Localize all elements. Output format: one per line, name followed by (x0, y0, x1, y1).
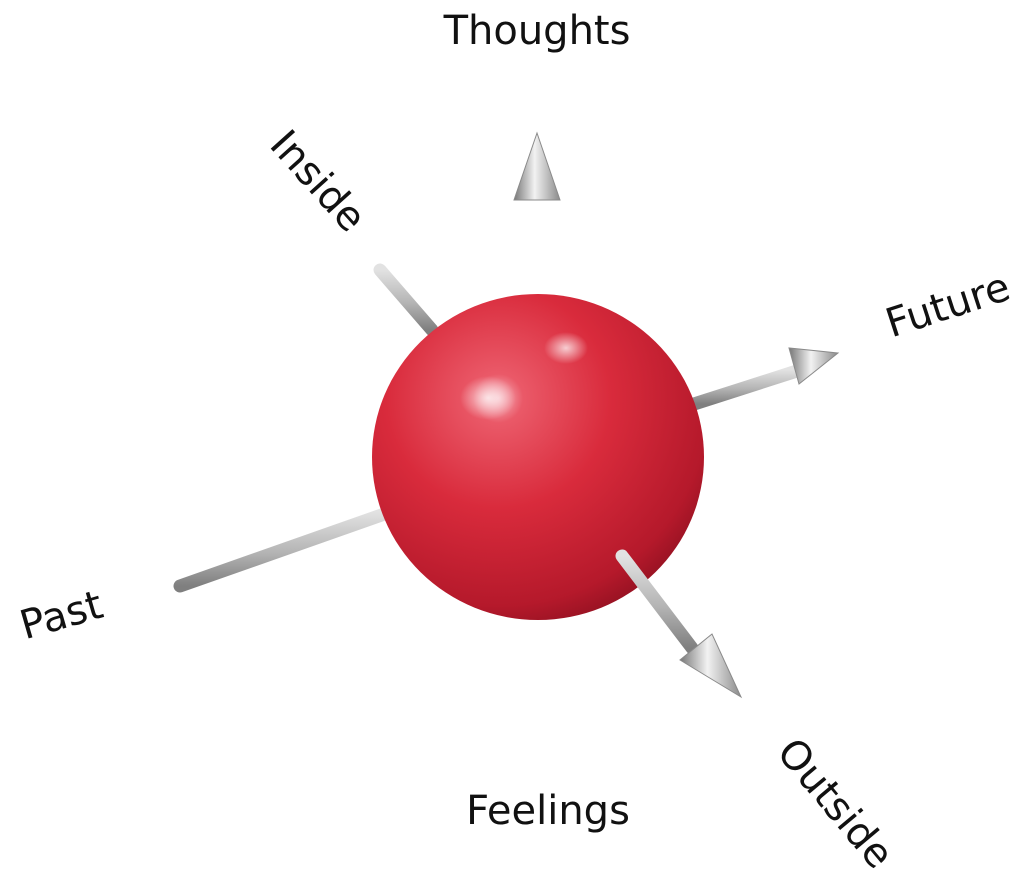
sphere-highlight-small (544, 332, 588, 364)
future-label: Future (880, 264, 1015, 347)
inside-rod (380, 270, 432, 330)
outside-label: Outside (768, 730, 903, 878)
sphere-highlight (460, 376, 516, 420)
inside-label: Inside (261, 122, 375, 241)
thoughts-arrowhead (514, 133, 560, 200)
feelings-label: Feelings (466, 788, 630, 834)
future-rod (694, 370, 800, 404)
thoughts-label: Thoughts (443, 8, 631, 54)
past-label: Past (15, 582, 108, 649)
past-rod (180, 512, 390, 586)
future-arrowhead (789, 348, 838, 384)
red-sphere (372, 294, 704, 620)
